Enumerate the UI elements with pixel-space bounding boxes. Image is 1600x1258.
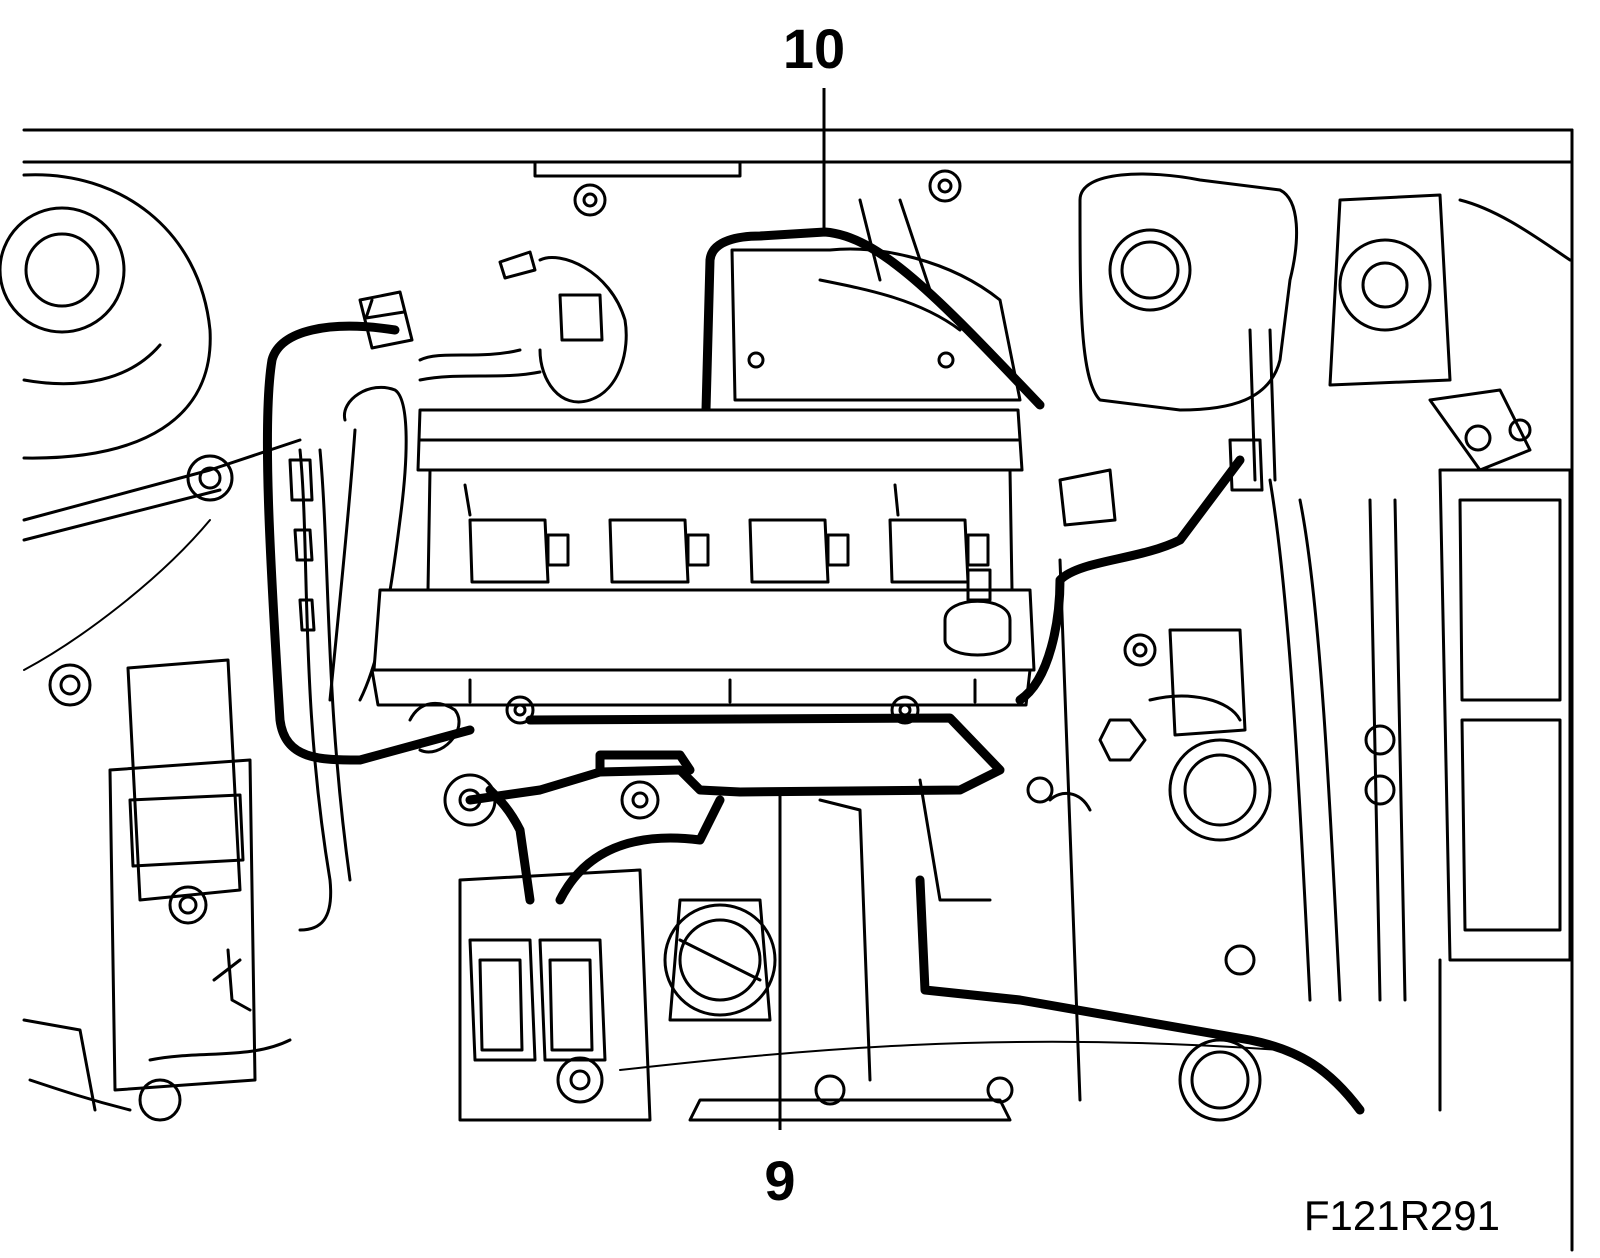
callout-10: 10 xyxy=(783,17,845,80)
bonnet-edge xyxy=(22,128,1574,1252)
left-strut-tower xyxy=(0,173,302,707)
air-box xyxy=(701,198,1045,415)
right-engine-components xyxy=(1026,478,1407,1122)
left-relay-box xyxy=(22,658,257,1112)
right-strut-tower xyxy=(1328,193,1572,472)
coolant-reservoir xyxy=(1078,172,1298,482)
battery xyxy=(1438,468,1572,1112)
ignition-coils xyxy=(463,483,990,584)
oil-filler-cap xyxy=(943,568,1012,657)
callout-9: 9 xyxy=(764,1149,795,1212)
engine-block xyxy=(458,778,1281,1122)
lower-connectors xyxy=(468,785,725,1062)
leader-lines xyxy=(778,88,826,1130)
throttle-body xyxy=(663,898,777,1022)
figure-id: F121R291 xyxy=(1304,1192,1500,1239)
manifold-harness xyxy=(408,701,1005,827)
upper-sensors xyxy=(418,169,962,404)
cam-cover xyxy=(370,408,1036,707)
left-wiring-harness xyxy=(262,290,475,932)
lower-left-pipes xyxy=(28,948,292,1122)
